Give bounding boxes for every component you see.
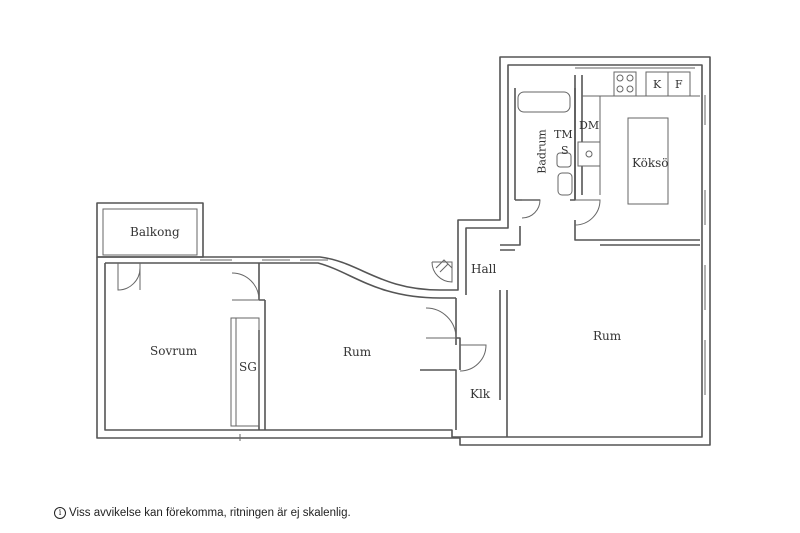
balcony: [96, 202, 204, 258]
doors: [117, 199, 601, 372]
fixture-label-k: K: [653, 78, 662, 91]
fixture-label-s: S: [561, 144, 569, 157]
info-icon: i: [54, 507, 66, 519]
fixture-label-f: F: [675, 78, 683, 91]
room-label-kokso: Köksö: [632, 156, 669, 170]
kitchen-fixtures: [582, 71, 700, 205]
room-label-hall: Hall: [471, 262, 497, 276]
washbasin: [557, 172, 573, 196]
room-label-rum-right: Rum: [593, 329, 622, 343]
fixture-label-dm: DM: [579, 119, 600, 132]
room-label-sovrum: Sovrum: [150, 344, 198, 358]
bathtub: [517, 91, 571, 113]
room-label-sg: SG: [239, 360, 257, 374]
kitchen-island: [627, 117, 669, 205]
windows: [200, 67, 706, 441]
room-label-badrum: Badrum: [535, 129, 549, 174]
fixture-label-tm: TM: [554, 128, 573, 141]
stove: [613, 71, 637, 97]
room-label-rum-middle: Rum: [343, 345, 372, 359]
outer-walls: [96, 56, 711, 446]
toilet: [556, 152, 572, 168]
bathroom-fixtures: [517, 91, 601, 196]
room-label-balkong: Balkong: [130, 225, 180, 239]
disclaimer-text: Viss avvikelse kan förekomma, ritningen …: [69, 507, 351, 519]
stairs-icon: [435, 259, 453, 273]
sink: [577, 141, 601, 167]
room-label-klk: Klk: [470, 387, 491, 401]
